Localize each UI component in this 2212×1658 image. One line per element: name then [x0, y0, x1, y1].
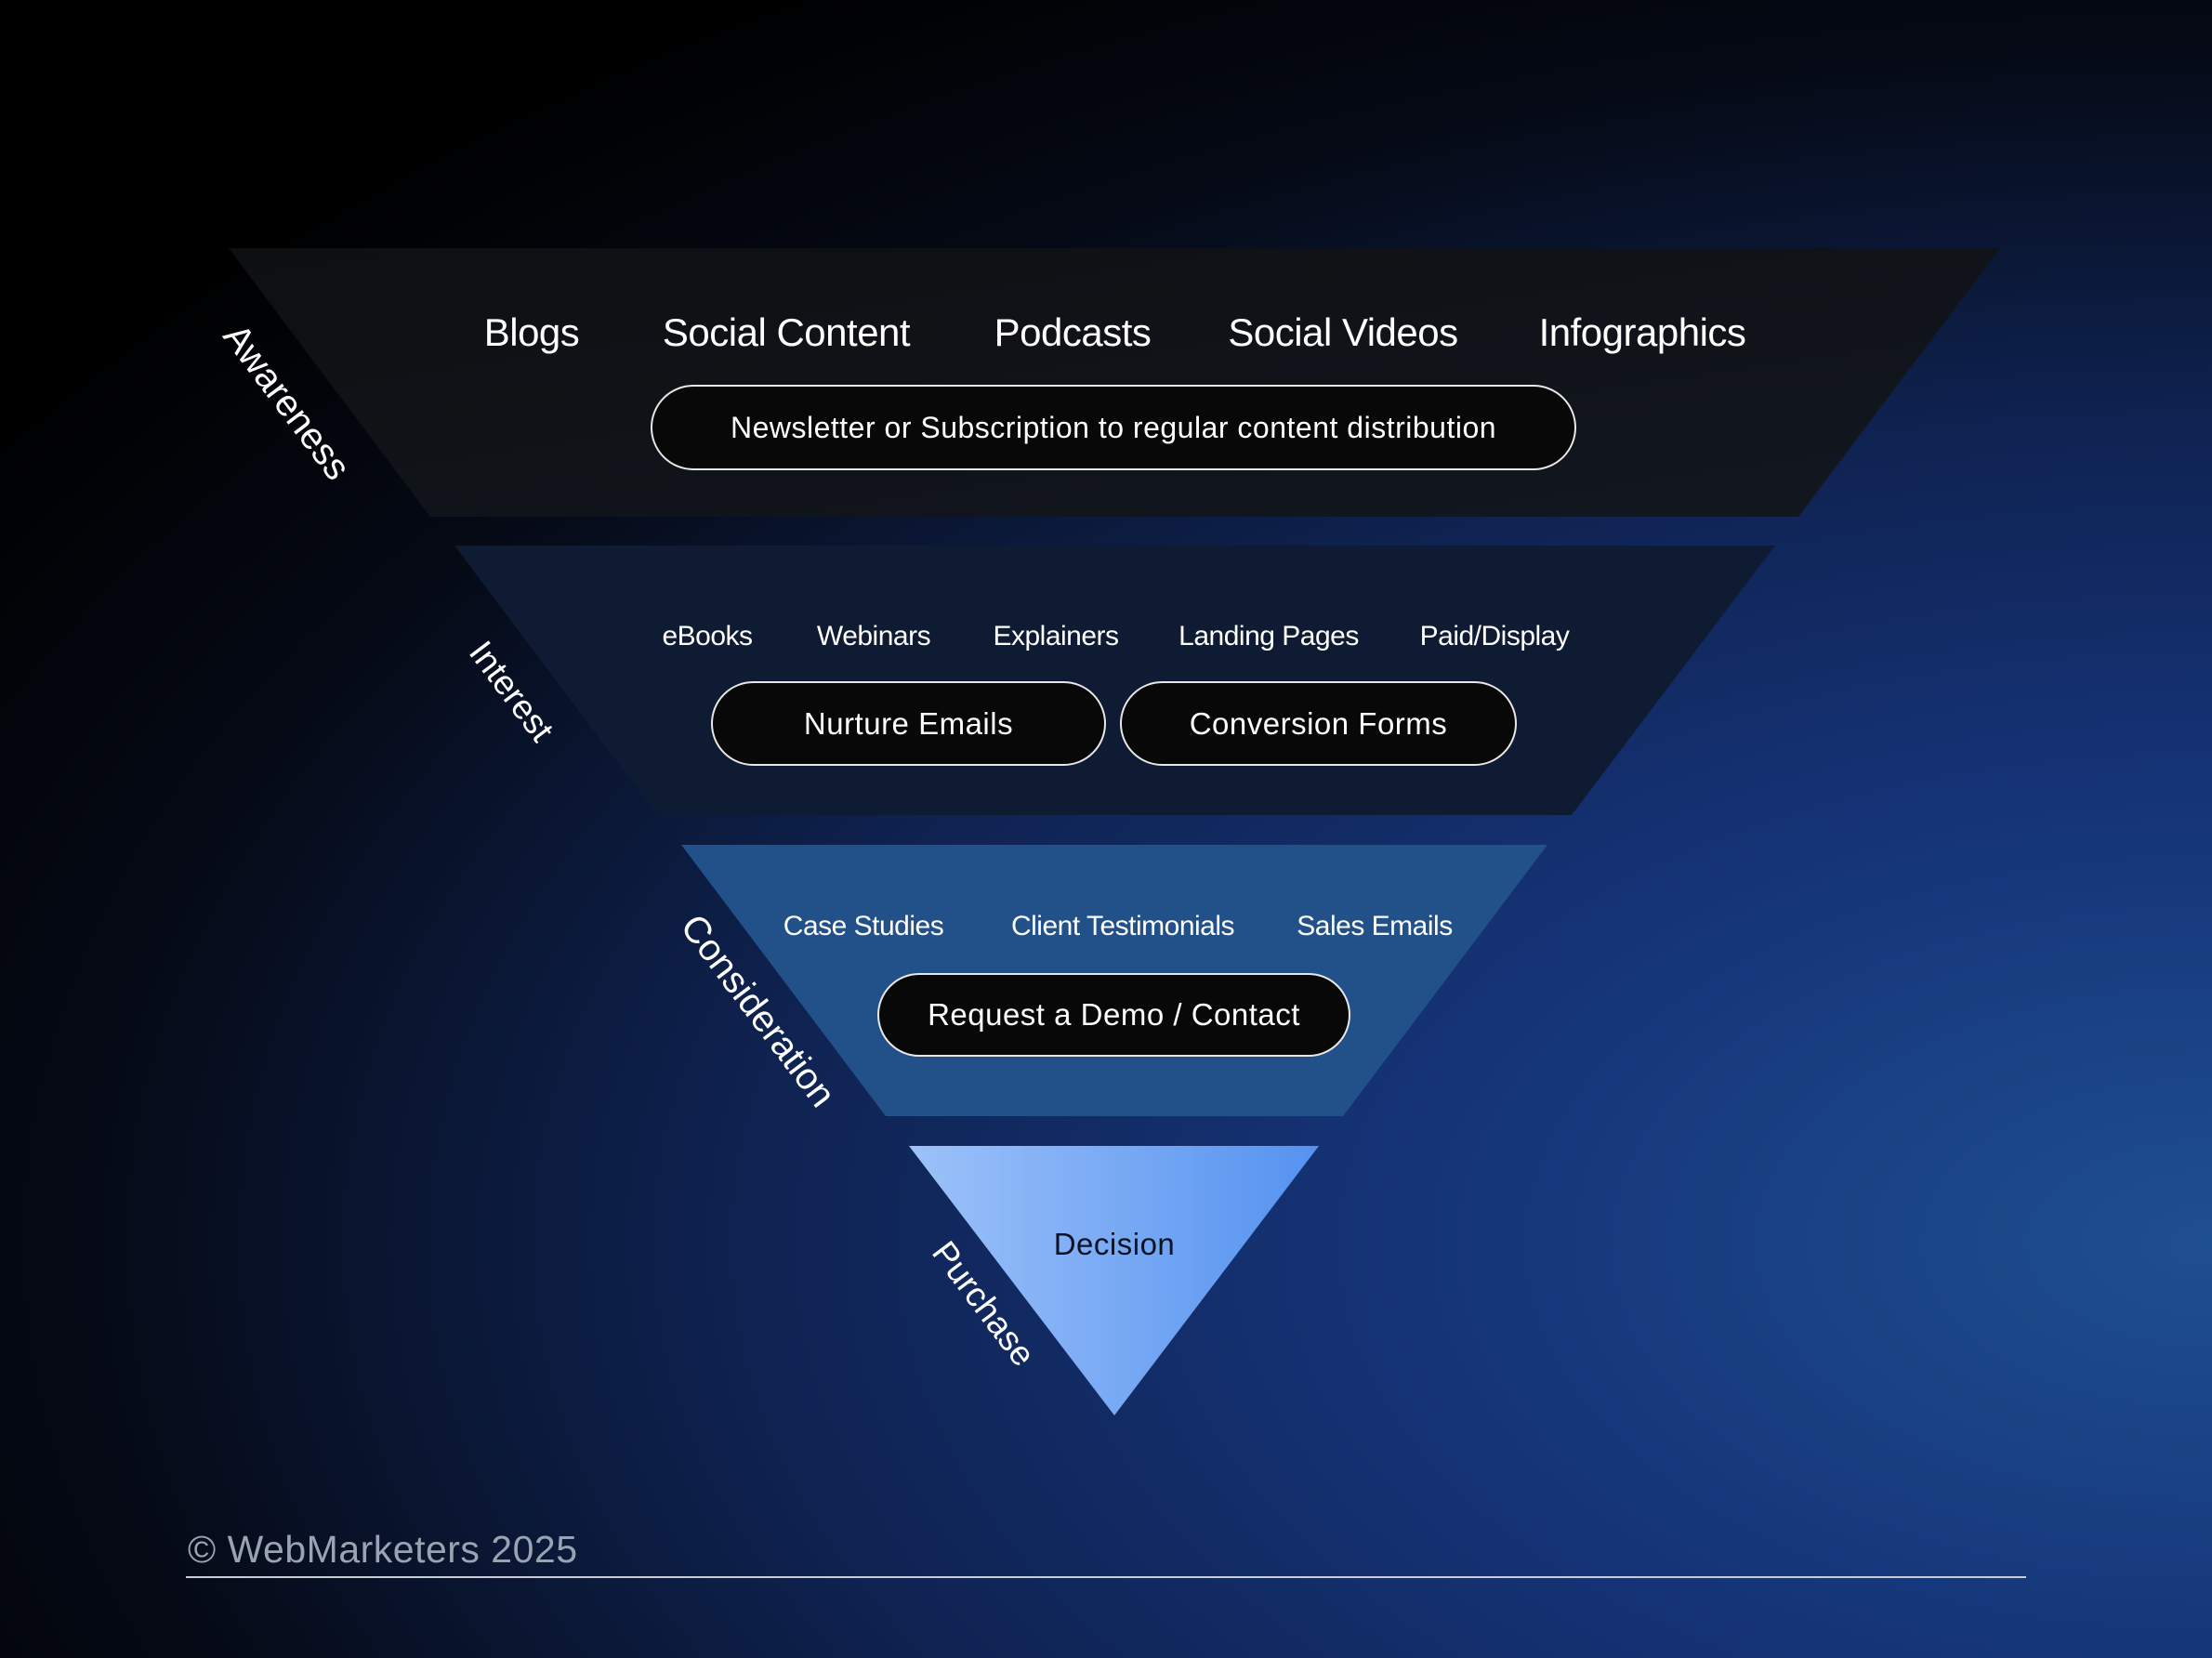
- interest-item: Webinars: [816, 621, 931, 651]
- consideration-item: Sales Emails: [1297, 911, 1453, 941]
- footer-divider: [186, 1576, 2026, 1578]
- consideration-item: Case Studies: [783, 911, 944, 941]
- interest-item: Landing Pages: [1178, 621, 1359, 651]
- interest-item: eBooks: [662, 621, 753, 651]
- nurture-emails-pill: Nurture Emails: [711, 681, 1106, 766]
- request-demo-pill: Request a Demo / Contact: [877, 973, 1350, 1057]
- interest-tier: [454, 546, 1775, 815]
- awareness-item: Social Content: [662, 310, 911, 354]
- awareness-item: Podcasts: [994, 310, 1152, 354]
- awareness-item: Blogs: [483, 310, 580, 354]
- interest-item: Explainers: [993, 621, 1119, 651]
- interest-item: Paid/Display: [1419, 621, 1570, 651]
- decision-label: Decision: [1053, 1227, 1176, 1261]
- awareness-item: Social Videos: [1228, 310, 1458, 354]
- decision-tier: [909, 1146, 1319, 1415]
- conversion-forms-pill: Conversion Forms: [1120, 681, 1517, 766]
- footer-copyright: © WebMarketers 2025: [188, 1528, 578, 1571]
- consideration-item: Client Testimonials: [1010, 911, 1235, 941]
- awareness-tier: [229, 248, 2000, 517]
- awareness-item: Infographics: [1538, 310, 1746, 354]
- newsletter-pill: Newsletter or Subscription to regular co…: [651, 385, 1576, 470]
